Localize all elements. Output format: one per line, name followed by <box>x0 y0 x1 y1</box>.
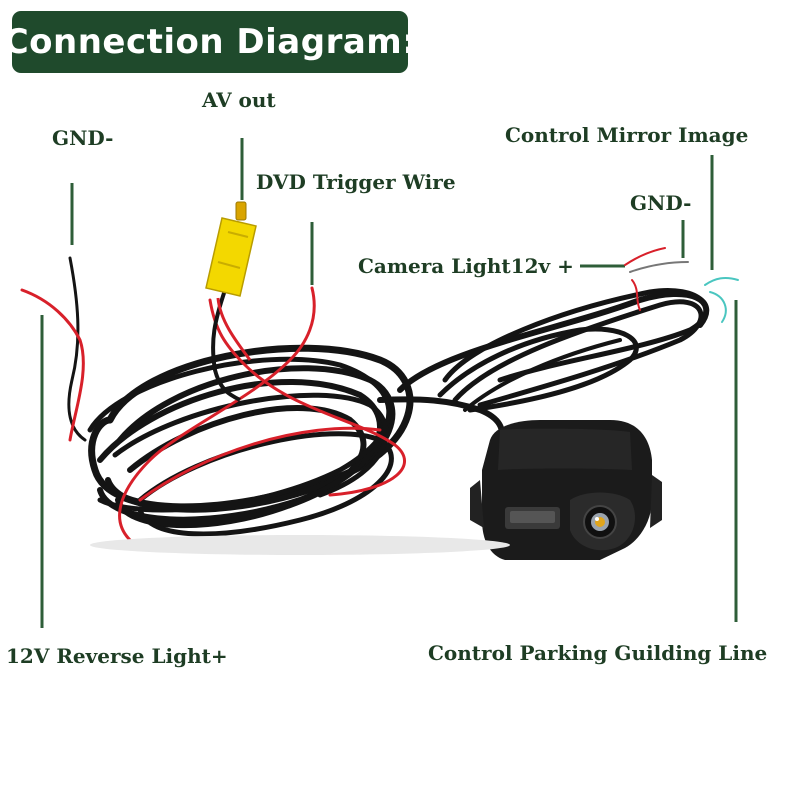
diagram-title: Connection Diagram: <box>4 11 416 73</box>
camera-lens-icon <box>583 505 617 539</box>
av-out-cable <box>205 201 257 402</box>
label-gnd-left: GND- <box>52 126 114 150</box>
camera-body <box>470 420 662 560</box>
leader-lines <box>40 138 738 628</box>
label-reverse-light: 12V Reverse Light+ <box>6 644 228 668</box>
cable-coil-main <box>87 344 414 537</box>
label-control-mirror: Control Mirror Image <box>505 123 749 147</box>
label-gnd-right: GND- <box>630 191 692 215</box>
shadow <box>90 535 510 555</box>
left-wires <box>20 256 87 442</box>
label-camera-light: Camera Light12v + <box>358 254 574 278</box>
right-wires <box>624 247 739 323</box>
label-parking-line: Control Parking Guilding Line <box>428 641 768 665</box>
red-wire-main <box>118 286 407 542</box>
label-av-out: AV out <box>202 88 276 112</box>
rca-plug-icon <box>205 201 257 297</box>
label-dvd-trigger: DVD Trigger Wire <box>256 170 456 194</box>
cable-coil-right <box>377 288 710 443</box>
